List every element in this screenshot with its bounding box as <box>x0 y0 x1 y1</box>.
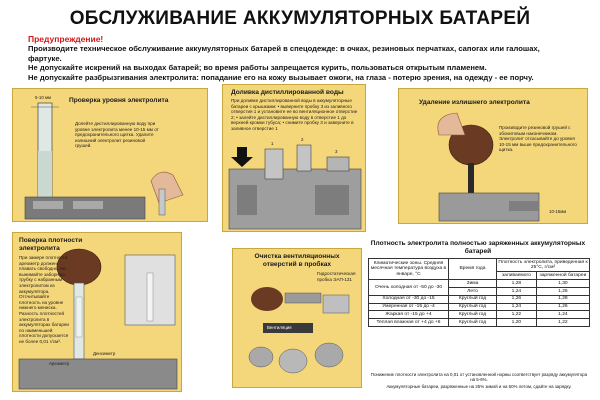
warning-line-1: Производите техническое обслуживание акк… <box>28 44 540 63</box>
cell-season: Зима <box>448 279 497 288</box>
topup-illustration <box>228 144 362 230</box>
table-title: Плотность электролита полностью заряженн… <box>370 240 586 255</box>
cell-filled: 1,28 <box>496 279 537 288</box>
cell-filled: 1,24 <box>496 286 537 296</box>
panel-remove-excess: Удаление излишнего электролита Производи… <box>398 88 588 224</box>
cell-zone: Холодная от -30 до -15 <box>368 294 449 304</box>
warning-line-3: Не допускайте разбрызгивания электролита… <box>28 73 534 82</box>
panel-density: Поверка плотности электролита При замере… <box>12 232 182 392</box>
warning-line-2: Не допускайте искрений на выходах батаре… <box>28 63 487 72</box>
remove-scale-label: 10-15мм <box>549 209 567 214</box>
cell-season: Круглый год <box>448 310 497 320</box>
header-season: Время года <box>448 257 497 281</box>
level-scale-label: 5-10 мм <box>35 95 52 100</box>
cell-filled: 1,22 <box>496 310 537 320</box>
panel-vent-title: Очистка вентиляционных отверстий в пробк… <box>254 253 340 268</box>
cell-charged: 1,30 <box>535 279 591 288</box>
cell-charged: 1,26 <box>535 286 591 296</box>
cell-season: Круглый год <box>448 294 497 304</box>
panel-level-text: Долейте дистиллированную воду при уровне… <box>75 121 159 149</box>
cell-zone: Жаркая от -15 до +4 <box>368 310 449 320</box>
cell-zone: Теплая влажная от +4 до +6 <box>368 318 449 327</box>
topup-label-3: 3 <box>335 149 338 154</box>
panel-level-title: Проверка уровня электролита <box>69 97 169 104</box>
table-row: Очень холодная от -50 до -30 Зима 1,28 1… <box>368 279 591 296</box>
panel-topup-text: При доливке дистиллированной воды в акку… <box>231 98 358 131</box>
cell-charged: 1,22 <box>535 318 591 327</box>
remove-illustration <box>437 112 540 222</box>
panel-remove-text: Производите резиновой грушей с эбонитовы… <box>499 125 577 153</box>
panel-vent-text: Гидростатическая пробка ЭАП-131 <box>317 271 356 282</box>
table-row: Теплая влажная от +4 до +6 Круглый год 1… <box>368 318 591 327</box>
table-row: Холодная от -30 до -15 Круглый год 1,26 … <box>368 294 591 304</box>
cell-charged: 1,26 <box>535 302 591 312</box>
table-note-2: Аккумуляторные батареи, разряженные на 2… <box>386 384 572 389</box>
panel-density-title: Поверка плотности электролита <box>19 237 83 252</box>
panel-density-text: При замере плотности ареометр должен пла… <box>19 255 69 344</box>
topup-label-1: 1 <box>271 141 274 146</box>
panel-remove-title: Удаление излишнего электролита <box>419 99 530 106</box>
table-row: Умеренная от -15 до -4 Круглый год 1,24 … <box>368 302 591 312</box>
poster-title: ОБСЛУЖИВАНИЕ АККУМУЛЯТОРНЫХ БАТАРЕЙ <box>69 8 531 29</box>
warning-heading: Предупреждение! <box>28 34 104 44</box>
cell-filled: 1,24 <box>496 302 537 312</box>
label-densimeter: Денсиметр <box>93 351 116 356</box>
cell-zone: Умеренная от -15 до -4 <box>368 302 449 312</box>
table-header-row: Климатические зоны. Средняя месячная тем… <box>368 257 590 281</box>
header-filled: заливаемого <box>496 271 537 281</box>
topup-label-2: 2 <box>301 137 304 142</box>
density-table: Климатические зоны. Средняя месячная тем… <box>368 257 591 327</box>
cell-filled: 1,20 <box>496 318 537 327</box>
cell-charged: 1,28 <box>535 294 591 304</box>
table-row: Жаркая от -15 до +4 Круглый год 1,22 1,2… <box>368 310 591 320</box>
vent-illustration <box>248 287 350 374</box>
header-zone: Климатические зоны. Средняя месячная тем… <box>368 257 449 281</box>
header-charged: заряженной батареи <box>535 271 591 281</box>
table-note-1: Понижение плотности электролита на 0,01 … <box>370 372 588 383</box>
density-illustration <box>18 248 178 390</box>
label-areometer: Ареометр <box>49 361 70 366</box>
panel-topup-title: Доливка дистиллированной воды <box>231 89 344 96</box>
level-tube-illustration <box>24 102 184 220</box>
vent-tag: Вентиляция <box>267 325 292 330</box>
cell-filled: 1,26 <box>496 294 537 304</box>
header-density: Плотность электролита, приведенная к 25°… <box>496 257 590 273</box>
panel-level-check: 5-10 мм Проверка уровня электролита Доле… <box>12 88 208 222</box>
panel-vent-cleaning: Очистка вентиляционных отверстий в пробк… <box>232 248 362 388</box>
cell-season: Круглый год <box>448 302 497 312</box>
panel-topup: Доливка дистиллированной воды При доливк… <box>222 84 366 232</box>
cell-season: Круглый год <box>448 318 497 327</box>
cell-charged: 1,24 <box>535 310 591 320</box>
cell-season: Лето <box>448 286 497 296</box>
cell-zone: Очень холодная от -50 до -30 <box>368 279 449 296</box>
